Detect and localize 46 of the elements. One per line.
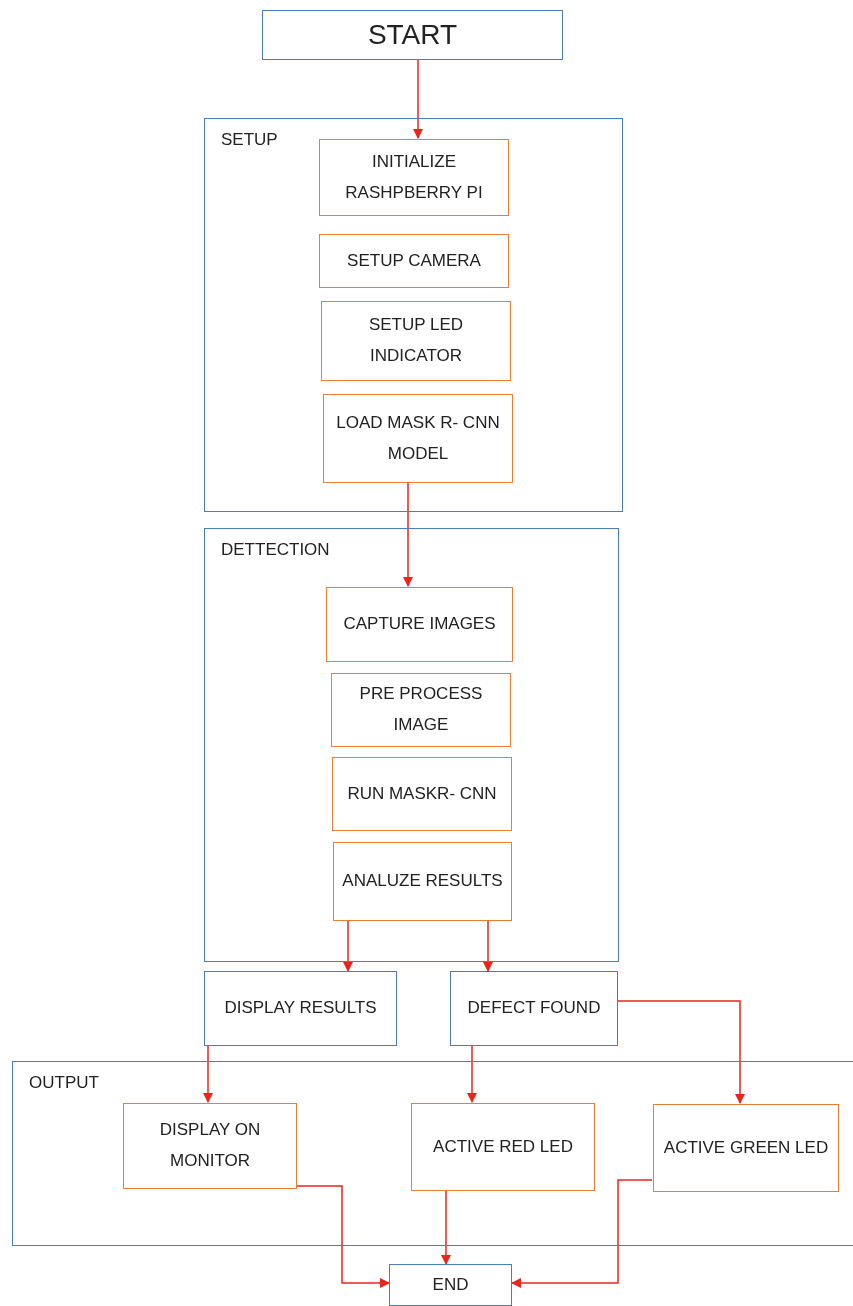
arrow bbox=[403, 481, 413, 587]
process-box bbox=[321, 301, 511, 381]
step-label: START bbox=[367, 17, 458, 52]
group-heading: SETUP bbox=[221, 129, 278, 151]
arrow bbox=[413, 59, 423, 139]
process-box bbox=[319, 139, 509, 216]
process-box bbox=[333, 842, 512, 921]
step-label: ANALUZE RESULTS bbox=[342, 870, 503, 893]
group-heading: DETTECTION bbox=[221, 539, 330, 561]
process-box bbox=[331, 673, 511, 747]
step-label: PRE PROCESS IMAGE bbox=[358, 683, 484, 736]
arrow bbox=[467, 1045, 477, 1103]
step-label: ACTIVE GREEN LED bbox=[663, 1136, 829, 1159]
step-label: DISPLAY RESULTS bbox=[224, 997, 377, 1020]
arrow bbox=[511, 1179, 653, 1288]
step-label: RUN MASKR- CNN bbox=[347, 782, 497, 805]
process-box bbox=[319, 234, 509, 288]
step-label: SETUP LED INDICATOR bbox=[367, 314, 465, 367]
arrow bbox=[343, 919, 353, 972]
step-label: DISPLAY ON MONITOR bbox=[158, 1119, 262, 1172]
step-label: END bbox=[432, 1273, 469, 1296]
process-box bbox=[653, 1104, 839, 1192]
terminal-box bbox=[262, 10, 563, 60]
step-label: ACTIVE RED LED bbox=[433, 1135, 573, 1158]
group-frame bbox=[12, 1061, 853, 1246]
arrow bbox=[441, 1189, 451, 1265]
arrow bbox=[617, 1000, 745, 1104]
process-box bbox=[123, 1103, 297, 1189]
group-frame bbox=[204, 528, 619, 962]
step-label: DEFECT FOUND bbox=[467, 997, 601, 1020]
step-label: LOAD MASK R- CNN MODEL bbox=[335, 411, 501, 465]
step-label: INITIALIZE RASHPBERRY PI bbox=[344, 150, 484, 204]
process-box bbox=[389, 1264, 512, 1306]
process-box bbox=[332, 757, 512, 831]
step-label: CAPTURE IMAGES bbox=[343, 613, 496, 636]
process-box bbox=[450, 971, 618, 1046]
process-box bbox=[411, 1103, 595, 1191]
arrow bbox=[203, 1045, 213, 1103]
group-heading: OUTPUT bbox=[29, 1072, 99, 1094]
group-frame bbox=[204, 118, 623, 512]
step-label: SETUP CAMERA bbox=[347, 249, 481, 272]
process-box bbox=[204, 971, 397, 1046]
process-box bbox=[326, 587, 513, 662]
process-box bbox=[323, 394, 513, 483]
arrow bbox=[295, 1185, 390, 1288]
arrow bbox=[483, 919, 493, 972]
